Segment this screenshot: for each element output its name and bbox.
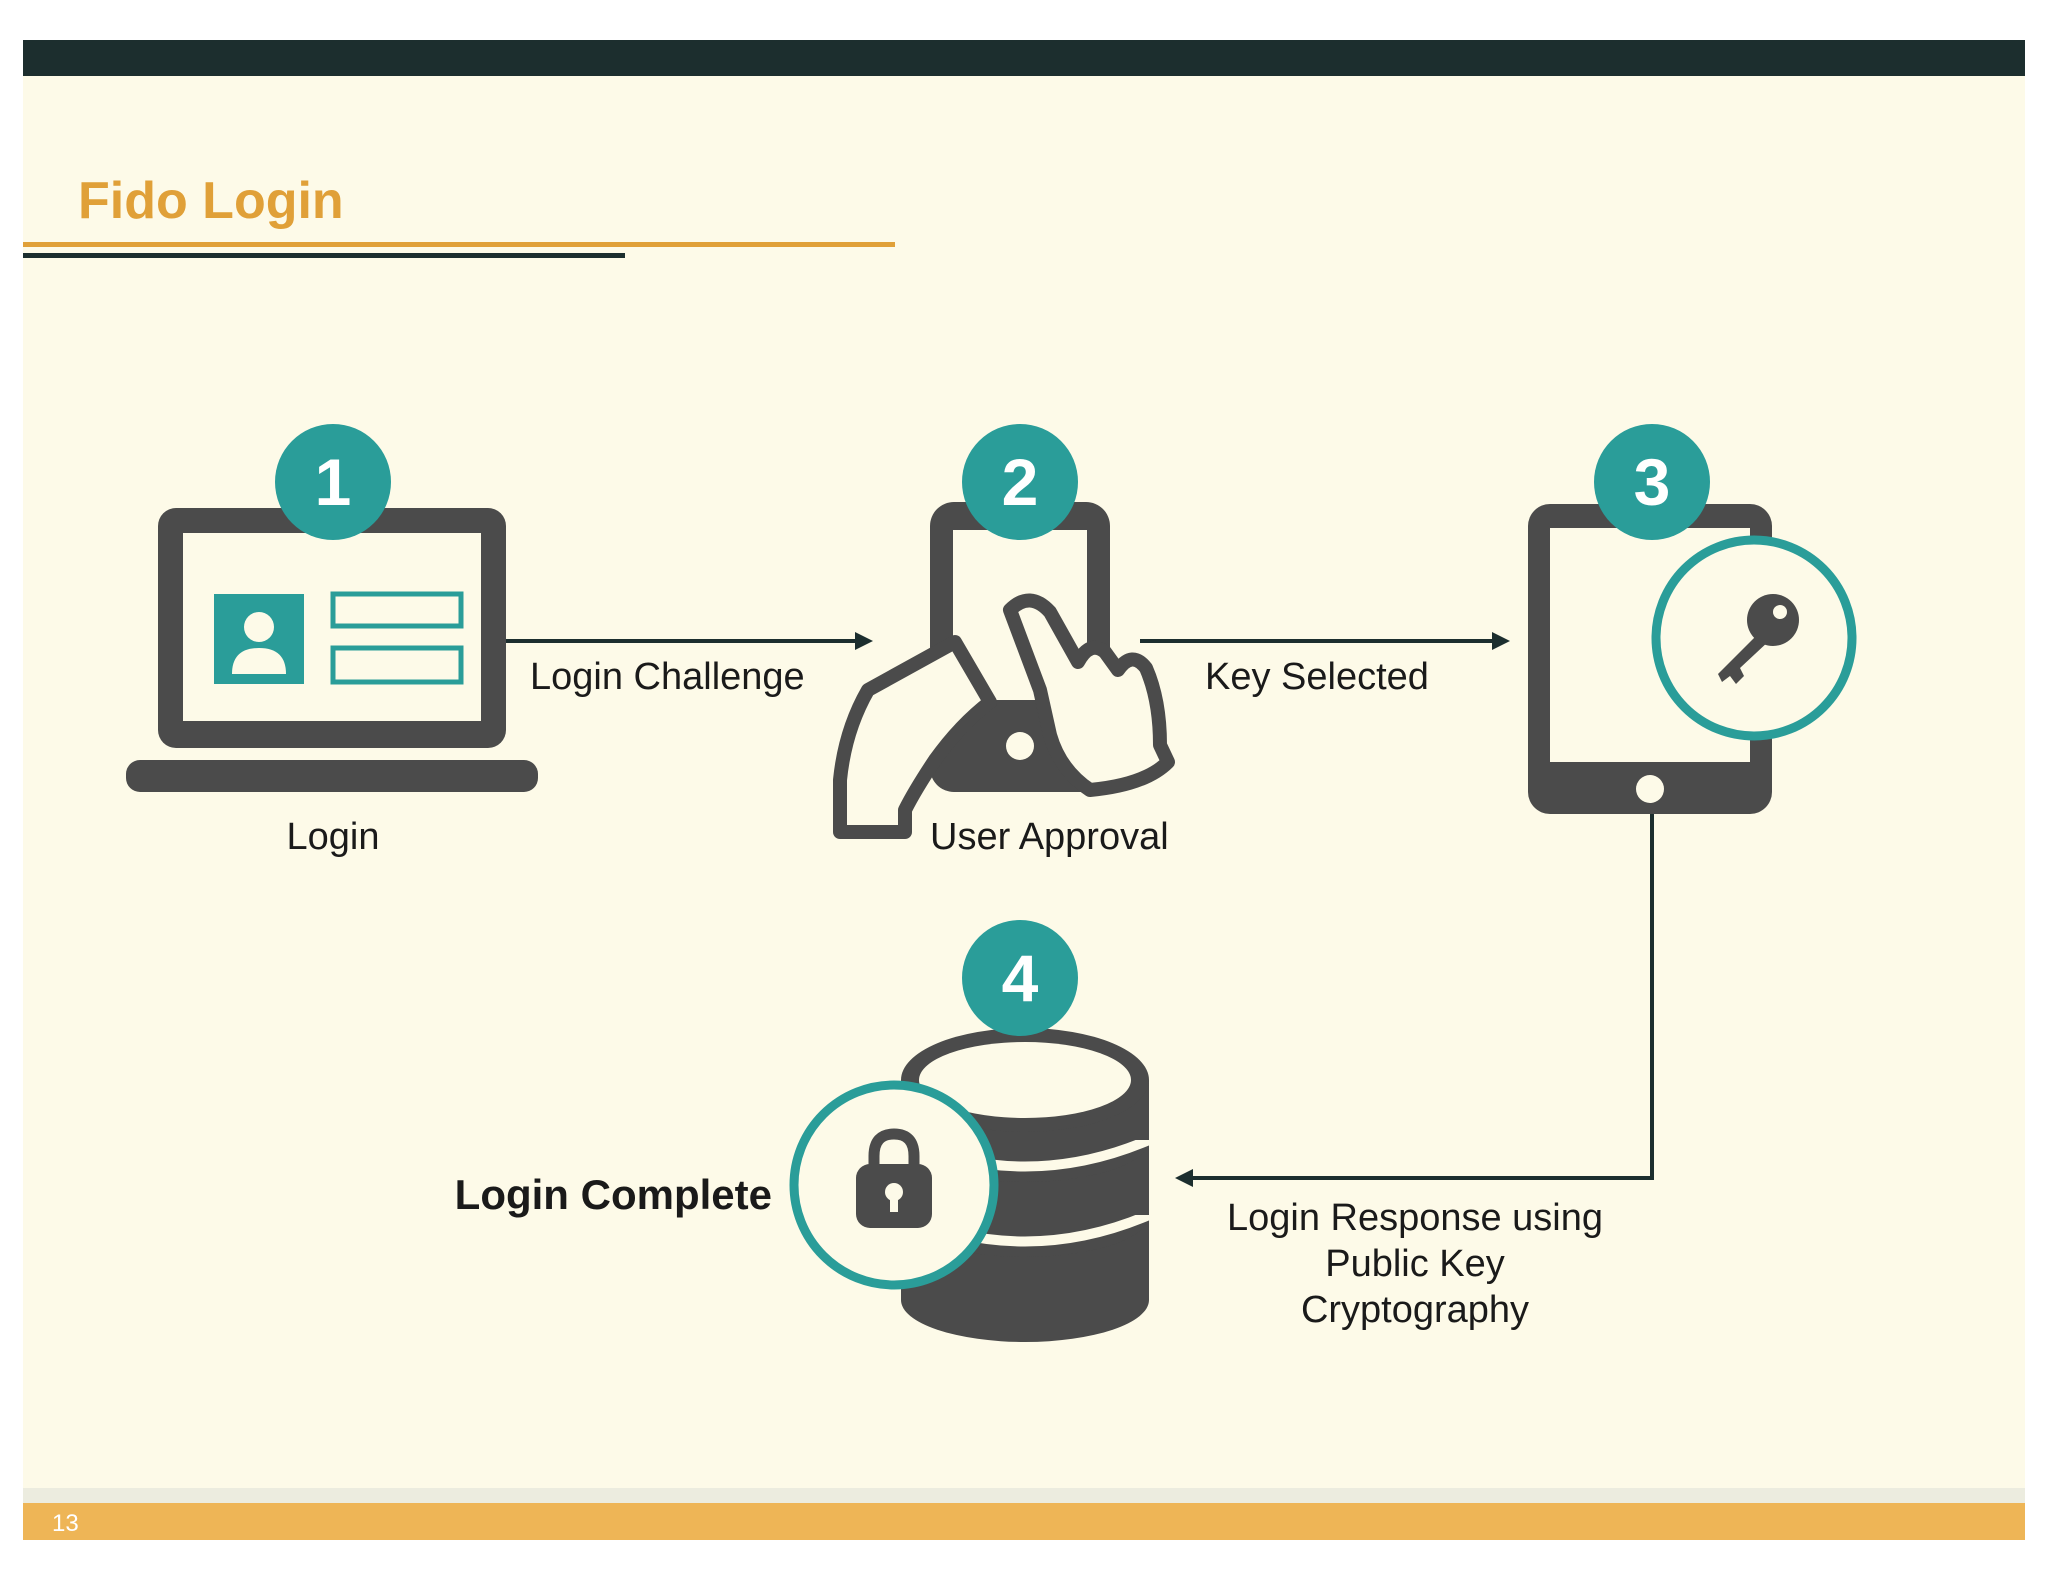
top-bar (23, 40, 2025, 76)
tablet-key-icon (1528, 504, 1857, 814)
login-challenge-label: Login Challenge (530, 656, 805, 698)
step-2-number: 2 (1002, 445, 1039, 519)
step-4-badge (962, 920, 1078, 1036)
step-4-label: Login Complete (455, 1171, 772, 1218)
arrow-key-selected (1140, 632, 1510, 650)
database-lock-icon (789, 1028, 1151, 1342)
step-1-badge (275, 424, 391, 540)
login-response-line-1: Login Response using (1227, 1197, 1603, 1239)
page-title: Fido Login (78, 172, 344, 230)
step-1-label: Login (287, 816, 380, 858)
step-1-number: 1 (315, 445, 352, 519)
title-underline-dark (23, 253, 625, 258)
bottom-bar (23, 1503, 2025, 1540)
step-4-number: 4 (1002, 941, 1039, 1015)
bottom-shadow (23, 1488, 2025, 1504)
laptop-login-form-icon (126, 508, 538, 792)
title-underline-gold (23, 242, 895, 247)
key-selected-label: Key Selected (1205, 656, 1429, 698)
arrow-login-challenge (506, 632, 873, 650)
login-response-line-2: Public Key (1325, 1243, 1505, 1285)
step-2-badge (962, 424, 1078, 540)
step-3-badge (1594, 424, 1710, 540)
step-3-number: 3 (1634, 445, 1671, 519)
page-number: 13 (52, 1510, 79, 1537)
login-response-line-3: Cryptography (1301, 1289, 1529, 1331)
hand-holding-phone-icon (833, 502, 1175, 839)
arrow-login-response (1175, 814, 1654, 1187)
step-2-label: User Approval (930, 816, 1169, 858)
